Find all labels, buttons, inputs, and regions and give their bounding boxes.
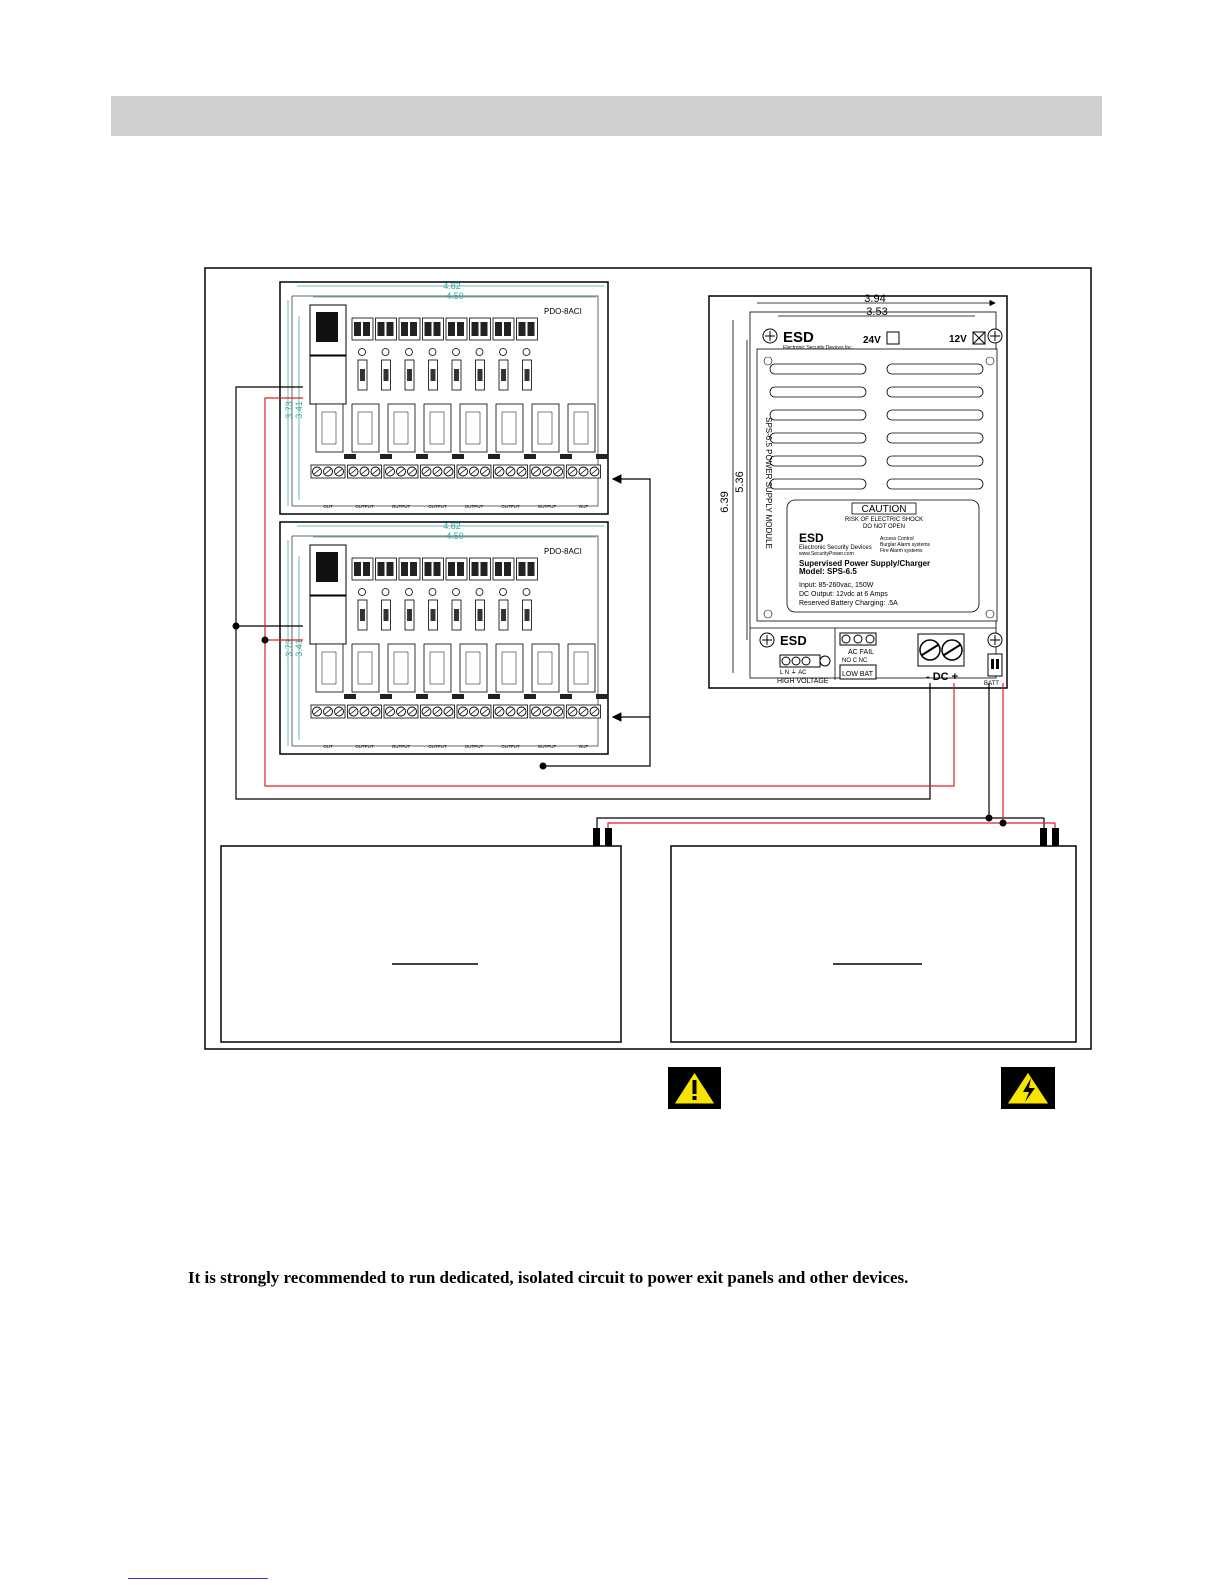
label-web: www.SecurityPower.com [799,551,854,557]
psu-bottom-logo: ESD [780,633,807,648]
output-label: OUTPUT [355,504,374,509]
output-label: OUTPUT [428,744,447,749]
psu-side-label: SPS-6.5 POWER SUPPLY MODULE [764,417,773,549]
footer-rule [128,1578,268,1579]
diagram-frame [204,267,1092,1050]
board-1-dim-width-outer: 4.82 [443,281,461,291]
high-voltage-icon [1001,1067,1055,1109]
psu-voltage-24-box [886,331,900,345]
psu-logo-subtitle: Electronic Security Devices Inc. [783,345,853,351]
hv-terminals: L N ⏚ AC [780,669,807,676]
output-label: OUTPUT [428,504,447,509]
output-label: OUTPUT [465,744,484,749]
label-company: Electronic Security Devices [799,545,872,551]
output-label: OUTPUT [392,744,411,749]
board-2-dim-height-inner: 3.41 [294,639,304,657]
lowbat-label: LOW BAT [842,671,874,678]
output-label: OUTPUT [355,744,374,749]
caution-line-1: RISK OF ELECTRIC SHOCK [845,517,923,523]
board-1-relays [315,403,608,459]
dc-terminal-block [917,633,965,667]
output-label: OUTPUT [538,504,557,509]
output-label: OUT [323,744,333,749]
output-label: OUT [579,744,589,749]
dc-label: - DC + [926,671,958,683]
label-logo: ESD [799,531,824,545]
caution-line-2: DO NOT OPEN [863,524,905,530]
board-2-output-terminals [310,704,601,719]
board-1-dim-width-inner: 4.50 [446,291,464,301]
board-2-dim-width-inner: 4.50 [446,531,464,541]
output-label: OUTPUT [465,504,484,509]
label-model: Model: SPS-6.5 [799,567,857,576]
caution-title: CAUTION [862,504,907,515]
psu-voltage-12: 12V [949,334,967,345]
psu-logo: ESD [783,329,814,346]
label-output: DC Output: 12vdc at 6 Amps [799,591,888,598]
installation-note: It is strongly recommended to run dedica… [188,1268,909,1287]
hv-terminal-block [779,654,831,668]
board-2-output-labels: OUT OUTPUT OUTPUT OUTPUT OUTPUT OUTPUT OUTPUT O… [323,744,588,749]
psu-voltage-24: 24V [863,335,881,346]
psu-dim-height-inner: 5.36 [734,471,746,492]
battery-1 [220,828,622,1043]
output-label: OUTPUT [538,744,557,749]
negative-wiring [235,386,1045,830]
hv-label: HIGH VOLTAGE [777,678,829,685]
battery-connector [987,653,1003,677]
label-service-2: Burglar Alarm systems [880,542,931,548]
board-1-fuse-row [351,317,538,391]
output-label: OUTPUT [501,504,520,509]
board-1-dim-height-inner: 3.41 [294,401,304,419]
section-header-bar [111,96,1102,136]
wire-junctions [232,622,1007,827]
board-1-dim-height-outer: 3.73 [284,401,294,419]
board-2-fuse-row [351,557,538,631]
label-charging: Reserved Battery Charging: .5A [799,600,898,607]
output-label: OUT [579,504,589,509]
board-1-output-terminals [310,464,601,479]
power-supply-module: 3.94 3.53 6.39 5.36 ESD Electronic Secur… [708,293,1008,689]
acfail-terminals: NO C NC [842,658,868,664]
board-1-output-labels: OUT OUTPUT OUTPUT OUTPUT OUTPUT OUTPUT OUTPUT O… [323,504,588,509]
warning-icon [668,1067,721,1109]
psu-dim-width-outer: 3.94 [864,293,885,305]
output-label: OUTPUT [392,504,411,509]
board-1-model: PDO-8ACI [544,307,582,316]
battery-2 [670,828,1077,1043]
acfail-label: AC FAIL [848,649,874,656]
board-2-dim-height-outer: 3.73 [284,639,294,657]
batt-label: BATT [984,681,999,687]
label-service-1: Access Control [880,536,914,542]
psu-vent-slots [769,363,984,490]
label-service-3: Fire Alarm systems [880,548,923,554]
acfail-terminal-block [839,632,877,646]
board-2-dim-width-outer: 4.82 [443,521,461,531]
label-input: Input: 85-260vac, 150W [799,582,874,589]
board-2-model: PDO-8ACI [544,547,582,556]
output-label: OUT [323,504,333,509]
psu-dim-width-inner: 3.53 [866,306,887,318]
output-label: OUTPUT [501,744,520,749]
psu-dim-height-outer: 6.39 [719,491,731,512]
board-2-relays [315,643,608,699]
positive-wiring [264,397,1056,830]
label-product: Supervised Power Supply/Charger [799,559,930,568]
